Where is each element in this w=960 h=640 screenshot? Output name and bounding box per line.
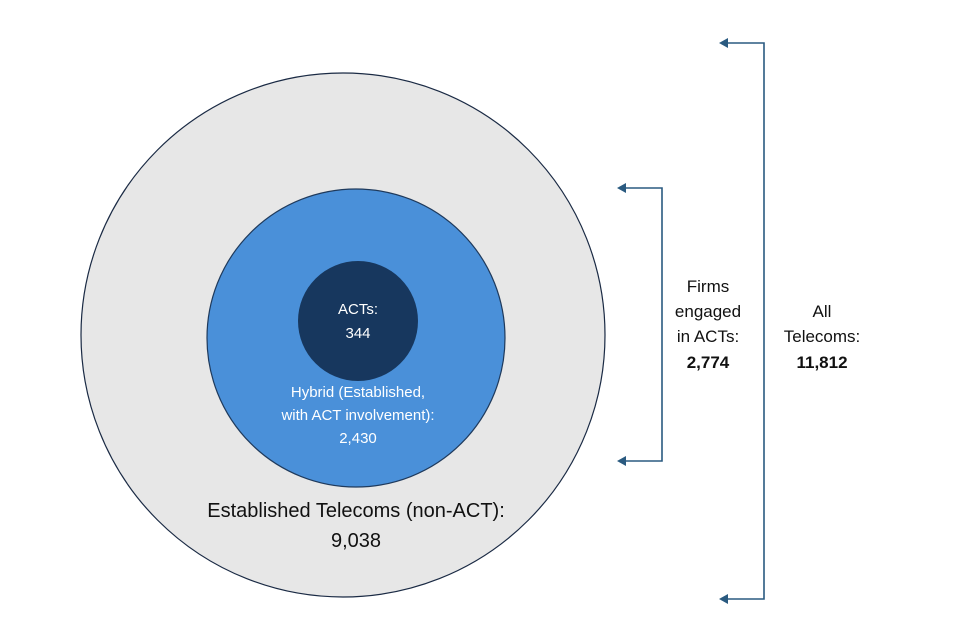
hybrid-label-line2: with ACT involvement):: [280, 407, 434, 424]
bracket-firms-bottom-arrow-icon: [617, 456, 626, 466]
all-telecoms-line1: All: [813, 302, 832, 321]
firms-engaged-value: 2,774: [687, 353, 730, 372]
established-label: Established Telecoms (non-ACT):: [207, 500, 505, 522]
hybrid-label-line1: Hybrid (Established,: [291, 384, 425, 401]
established-value: 9,038: [331, 530, 381, 552]
acts-value: 344: [345, 325, 370, 342]
inner-circle-acts: [298, 261, 418, 381]
all-telecoms-value: 11,812: [796, 353, 847, 372]
hybrid-value: 2,430: [339, 430, 377, 447]
firms-engaged-line1: Firms: [687, 277, 729, 296]
bracket-firms-engaged: [622, 187, 663, 462]
bracket-firms-top-arrow-icon: [617, 183, 626, 193]
firms-engaged-line3: in ACTs:: [677, 327, 739, 346]
firms-engaged-line2: engaged: [675, 302, 741, 321]
all-telecoms-line2: Telecoms:: [784, 327, 861, 346]
acts-label: ACTs:: [338, 301, 378, 318]
bracket-all-telecoms: [724, 42, 765, 600]
bracket-all-bottom-arrow-icon: [719, 594, 728, 604]
bracket-all-top-arrow-icon: [719, 38, 728, 48]
